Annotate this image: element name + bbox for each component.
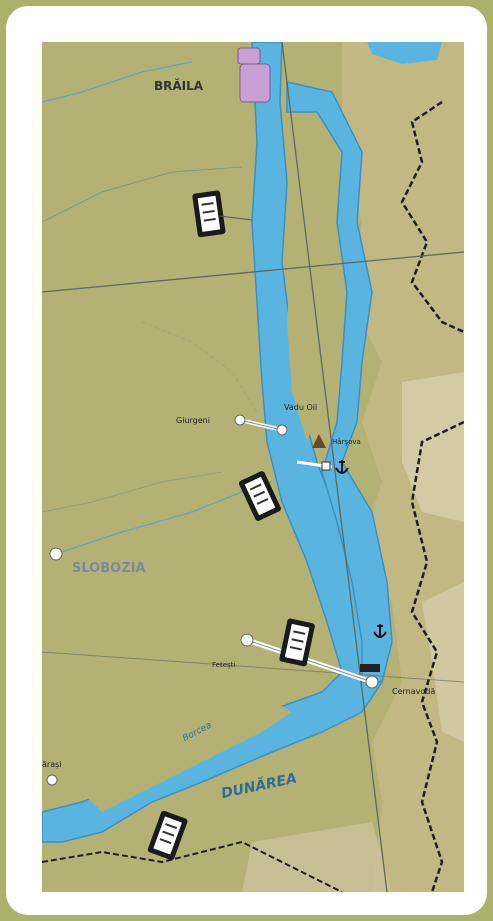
port-icon[interactable] — [192, 190, 226, 238]
map-card: BRĂILA SLOBOZIA Giurgeni Vadu Oii Hârşov… — [6, 6, 487, 915]
tributary-north — [42, 61, 193, 103]
city-icon[interactable] — [321, 461, 331, 471]
city-icon[interactable] — [276, 424, 288, 436]
label-slobozia: SLOBOZIA — [72, 561, 146, 576]
city-icon[interactable] — [240, 633, 254, 647]
anchor-icon[interactable] — [373, 624, 387, 638]
mountain-pass-icon[interactable] — [312, 434, 326, 448]
lake-north — [367, 42, 442, 64]
city-area-braila-north — [237, 47, 261, 65]
label-calarasi: ărași — [42, 760, 61, 770]
road-slobozia — [42, 471, 223, 513]
track-west — [141, 321, 258, 413]
border-south — [42, 840, 343, 892]
port-icon[interactable] — [279, 618, 316, 667]
port-icon[interactable] — [238, 470, 282, 522]
port-icon[interactable] — [360, 664, 380, 672]
parallel-line-2 — [42, 651, 464, 683]
city-area-braila — [239, 63, 271, 103]
map-viewport[interactable]: BRĂILA SLOBOZIA Giurgeni Vadu Oii Hârşov… — [42, 42, 464, 892]
southern-island — [82, 682, 292, 812]
hills-terrain-south — [242, 822, 392, 892]
label-braila: BRĂILA — [154, 78, 204, 93]
label-fetesti: Feteşti — [212, 661, 235, 669]
port-icon[interactable] — [147, 810, 188, 861]
road-north — [42, 166, 243, 223]
leader-line — [219, 215, 253, 221]
hills-terrain-light-2 — [422, 582, 464, 742]
border-north — [400, 100, 464, 334]
danube-east-branch — [286, 81, 393, 683]
label-harsova: Hârşova — [332, 438, 361, 446]
label-vadu-oii: Vadu Oii — [284, 403, 317, 412]
parallel-line-1 — [42, 251, 464, 293]
city-icon[interactable] — [46, 774, 58, 786]
city-icon[interactable] — [49, 547, 63, 561]
city-icon[interactable] — [234, 414, 246, 426]
label-cernavoda: Cernavodă — [392, 687, 435, 696]
bridge-giurgeni-core — [239, 419, 283, 431]
city-icon[interactable] — [365, 675, 379, 689]
hills-terrain-light — [402, 372, 464, 522]
border-east — [410, 420, 464, 892]
bridge-cernavoda-core — [246, 639, 373, 683]
meridian-line — [281, 42, 388, 892]
anchor-icon[interactable] — [335, 460, 349, 474]
map-canvas: BRĂILA SLOBOZIA Giurgeni Vadu Oii Hârşov… — [42, 42, 464, 892]
label-giurgeni: Giurgeni — [176, 416, 210, 425]
